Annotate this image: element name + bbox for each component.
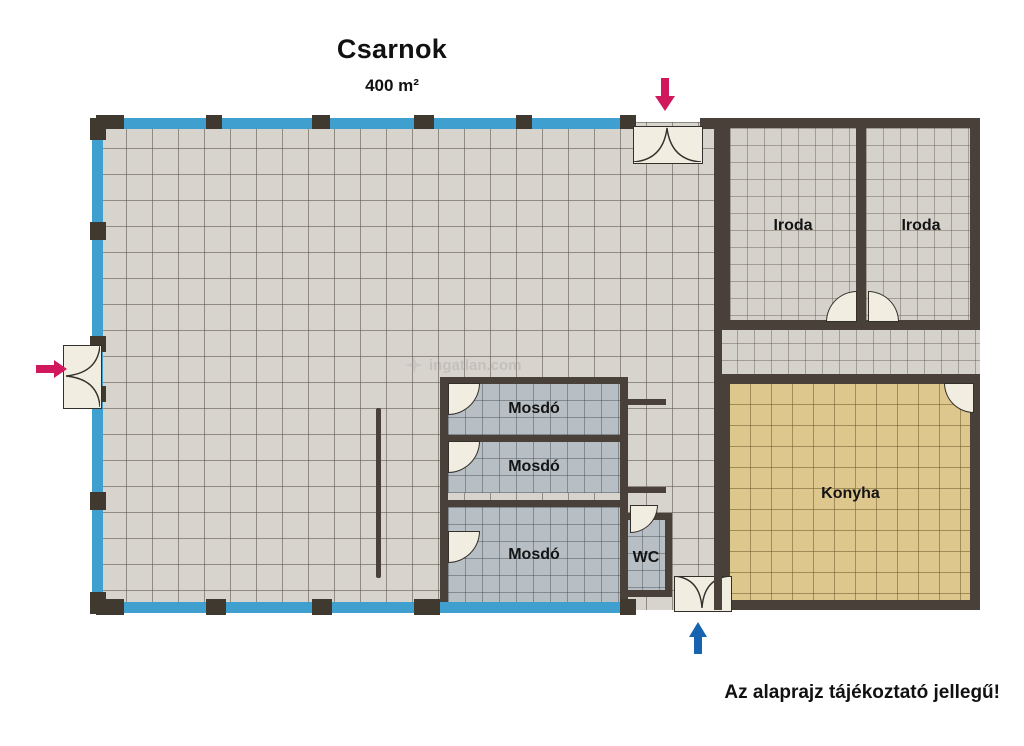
down-arrow-icon [655,78,675,111]
wall-office-block-bottom [720,320,980,330]
pillar-north-3 [312,115,330,129]
pillar-west-6 [90,592,106,614]
glazing-north [100,118,632,129]
pillar-south-2 [206,599,226,615]
wall-wc-right [665,513,672,597]
pillar-north-6 [620,115,636,129]
room-washroom-3: Mosdó [448,507,620,603]
room-office-2-label: Iroda [901,217,941,234]
pillar-west-2 [90,222,106,240]
wall-washroom-divider-1 [440,435,628,442]
pillar-south-4 [414,599,440,615]
room-office-2: Iroda [866,128,976,324]
wall-kitchen-left [720,374,730,610]
wall-stub-lower [626,487,666,493]
entrance-door-north-swing [633,127,701,162]
wall-kitchen-top [720,374,980,384]
page-title: Csarnok [0,34,1024,65]
wall-washroom-right [620,377,628,610]
wall-hall-partition [376,408,381,578]
room-kitchen-label: Konyha [821,485,880,502]
disclaimer-text: Az alaprajz tájékoztató jellegű! [724,682,1000,703]
pillar-south-5 [620,599,636,615]
area-subtitle-text: 400 m² [365,76,419,95]
room-kitchen: Konyha [729,383,972,605]
right-arrow-icon [36,360,67,378]
room-washroom-3-label: Mosdó [508,546,560,563]
up-arrow-icon [689,622,707,654]
page-title-text: Csarnok [336,34,448,64]
wall-office-block-left [720,118,730,330]
pillar-south-3 [312,599,332,615]
room-washroom-1-label: Mosdó [508,400,560,417]
room-office-1: Iroda [730,128,856,324]
room-washroom-2-label: Mosdó [508,458,560,475]
room-office-1-label: Iroda [773,217,813,234]
wall-wc-bottom [624,590,672,597]
wall-kitchen-right [970,374,980,610]
entrance-door-west-swing [65,345,100,407]
entrance-door-south[interactable] [674,576,732,612]
wall-washroom-top [440,377,628,384]
wall-office-block-top [720,118,980,128]
pillar-north-5 [516,115,532,129]
area-subtitle: 400 m² [0,76,1024,96]
pillar-west-5 [90,492,106,510]
pillar-north-4 [414,115,434,129]
wall-office-block-right [970,118,980,330]
wall-washroom-left [440,377,448,610]
wall-office-divider [856,124,866,330]
wall-hall-east [714,118,722,610]
wall-washroom-divider-2 [440,500,628,507]
room-hall [100,122,720,610]
glazing-south [100,602,632,613]
room-wc-label: WC [632,549,660,566]
pillar-west-1 [90,118,106,140]
pillar-north-2 [206,115,222,129]
wall-kitchen-bottom [720,600,980,610]
wall-stub-upper [626,399,666,405]
wall-north-solid [700,118,724,129]
